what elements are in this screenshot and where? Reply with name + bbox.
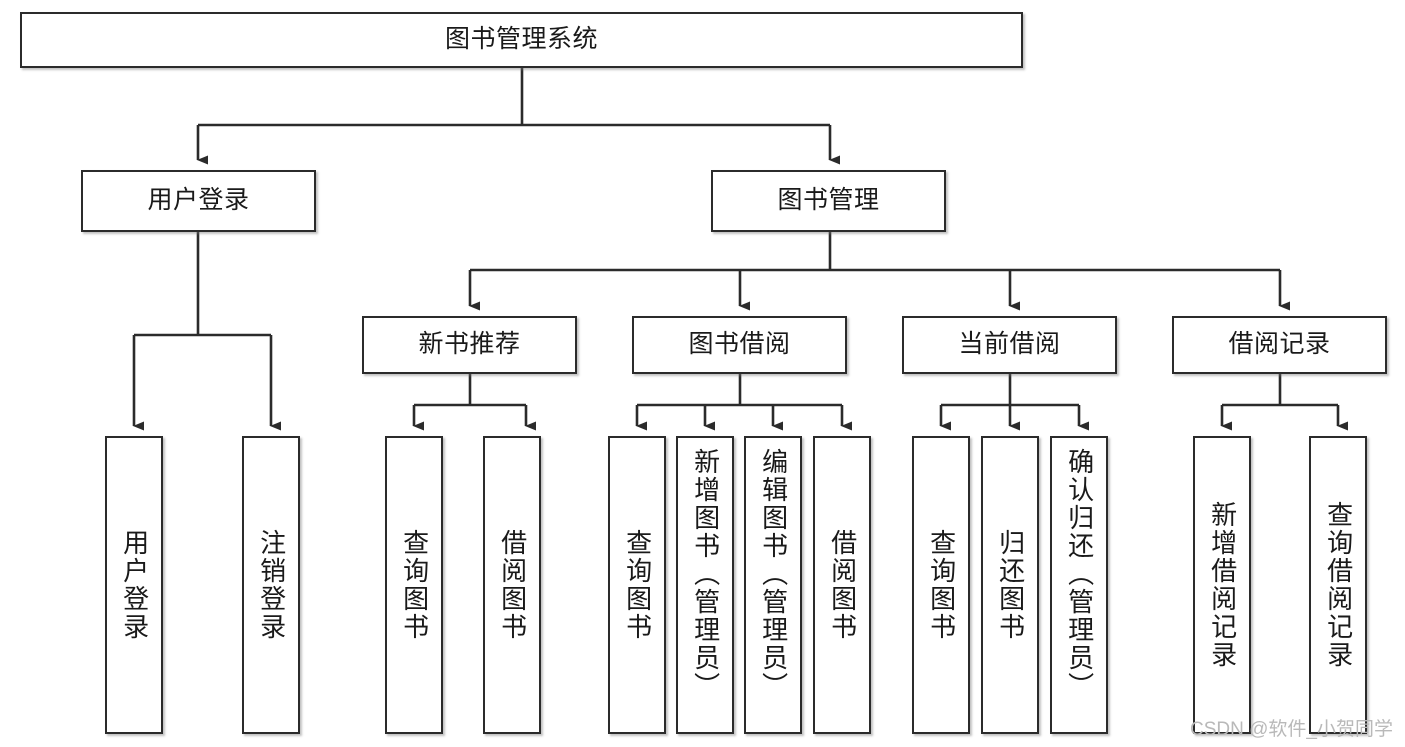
leaf-edit-book-admin[interactable]: 编辑图书（管理员） [744, 436, 802, 734]
node-label: 图书管理系统 [444, 25, 598, 54]
node-root-system[interactable]: 图书管理系统 [20, 12, 1023, 68]
node-book-borrow[interactable]: 图书借阅 [632, 316, 847, 374]
leaf-add-borrow-record[interactable]: 新增借阅记录 [1193, 436, 1251, 734]
node-label: 注销登录 [256, 529, 287, 641]
leaf-return-book[interactable]: 归还图书 [981, 436, 1039, 734]
leaf-query-borrow-record[interactable]: 查询借阅记录 [1309, 436, 1367, 734]
leaf-confirm-return-admin[interactable]: 确认归还（管理员） [1050, 436, 1108, 734]
node-label: 新增借阅记录 [1207, 501, 1238, 669]
node-label: 当前借阅 [958, 330, 1061, 359]
node-book-management[interactable]: 图书管理 [711, 170, 946, 232]
node-label: 查询图书 [399, 529, 430, 641]
node-label: 查询借阅记录 [1323, 501, 1354, 669]
leaf-query-book-recommend[interactable]: 查询图书 [385, 436, 443, 734]
node-label: 借阅记录 [1228, 330, 1331, 359]
node-label: 借阅图书 [827, 529, 858, 641]
leaf-add-book-admin[interactable]: 新增图书（管理员） [676, 436, 734, 734]
node-label: 确认归还（管理员） [1064, 448, 1095, 700]
node-user-login[interactable]: 用户登录 [81, 170, 316, 232]
node-label: 新书推荐 [418, 330, 521, 359]
leaf-query-book-current[interactable]: 查询图书 [912, 436, 970, 734]
leaf-borrow-book[interactable]: 借阅图书 [813, 436, 871, 734]
node-label: 新增图书（管理员） [690, 448, 721, 700]
node-label: 用户登录 [147, 186, 250, 215]
node-label: 图书管理 [777, 186, 880, 215]
node-label: 用户登录 [119, 529, 150, 641]
node-label: 查询图书 [926, 529, 957, 641]
node-current-borrow[interactable]: 当前借阅 [902, 316, 1117, 374]
node-label: 归还图书 [995, 529, 1026, 641]
node-label: 查询图书 [622, 529, 653, 641]
node-borrow-record[interactable]: 借阅记录 [1172, 316, 1387, 374]
node-label: 编辑图书（管理员） [758, 448, 789, 700]
leaf-user-login[interactable]: 用户登录 [105, 436, 163, 734]
leaf-logout-login[interactable]: 注销登录 [242, 436, 300, 734]
node-label: 图书借阅 [688, 330, 791, 359]
node-label: 借阅图书 [497, 529, 528, 641]
csdn-watermark: CSDN @软件_小贺同学 [1190, 719, 1393, 740]
leaf-borrow-book-recommend[interactable]: 借阅图书 [483, 436, 541, 734]
node-new-book-recommend[interactable]: 新书推荐 [362, 316, 577, 374]
leaf-query-book-borrow[interactable]: 查询图书 [608, 436, 666, 734]
